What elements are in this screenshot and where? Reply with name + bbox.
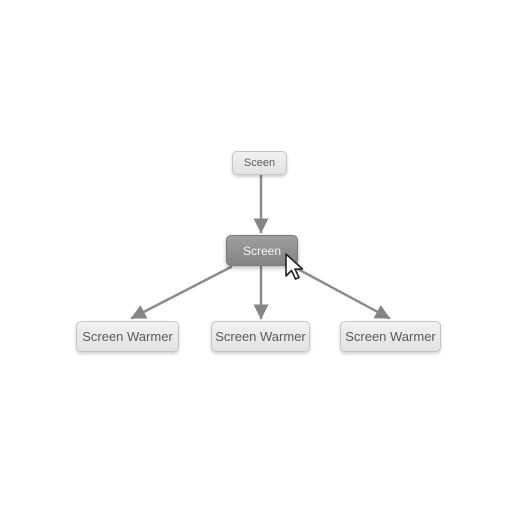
node-root[interactable]: Sceen (232, 151, 287, 175)
node-center-selected[interactable]: Screen (226, 235, 298, 266)
edge-center-to-left (130, 265, 233, 320)
node-child-middle[interactable]: Screen Warmer (211, 321, 310, 352)
node-child-right[interactable]: Screen Warmer (340, 321, 441, 352)
mouse-pointer-icon (285, 253, 304, 280)
edge-center-to-right (292, 265, 391, 320)
node-child-left[interactable]: Screen Warmer (76, 321, 179, 352)
